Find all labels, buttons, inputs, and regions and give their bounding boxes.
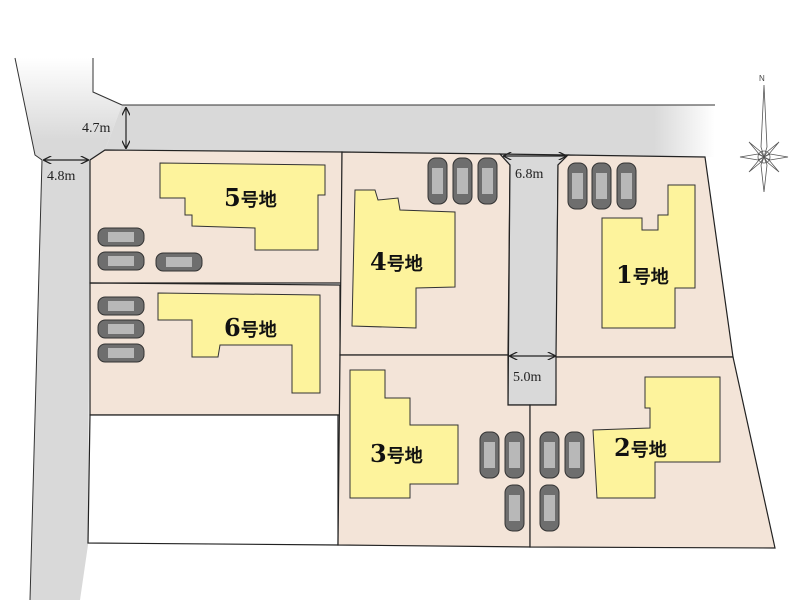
car-icon (155, 252, 203, 272)
car-icon (97, 227, 145, 247)
north-road (105, 104, 715, 157)
dimensions: 4.7m 4.8m 6.8m 5.0m (44, 108, 566, 385)
north-label: N (759, 74, 765, 83)
car-icon (97, 343, 145, 363)
car-icon (616, 162, 637, 210)
car-icon (97, 296, 145, 316)
car-icon (539, 484, 560, 532)
west-road-width: 4.8m (47, 169, 76, 184)
empty-parcel (87, 414, 339, 546)
car-icon (97, 319, 145, 339)
car-icon (479, 431, 500, 479)
car-icon (477, 157, 498, 205)
car-icon (504, 431, 525, 479)
lot-2-label: 2号地 (614, 433, 667, 462)
parking-cars (97, 157, 637, 532)
car-icon (427, 157, 448, 205)
lot-1-label: 1号地 (616, 260, 669, 289)
lot-4-label: 4号地 (370, 247, 423, 276)
building-6 (157, 292, 321, 394)
car-icon (564, 431, 585, 479)
car-icon (504, 484, 525, 532)
lot-5-label: 5号地 (224, 183, 277, 212)
car-icon (452, 157, 473, 205)
private-road-width: 5.0m (513, 370, 542, 385)
lot-labels: 5号地 6号地 4号地 1号地 3号地 2号地 (224, 183, 669, 468)
building-3 (349, 369, 459, 499)
building-1 (601, 184, 696, 329)
car-icon (591, 162, 612, 210)
building-2 (592, 376, 721, 499)
building-5 (159, 162, 326, 251)
lot-6-label: 6号地 (224, 313, 277, 342)
private-road-entrance-width: 6.8m (515, 167, 544, 182)
building-4 (351, 189, 456, 329)
car-icon (539, 431, 560, 479)
lot-3-label: 3号地 (370, 439, 423, 468)
car-icon (97, 251, 145, 271)
car-icon (567, 162, 588, 210)
west-road (14, 57, 123, 600)
compass-rose-icon: N (739, 74, 789, 193)
buildings (157, 162, 721, 499)
north-road-width: 4.7m (82, 121, 111, 136)
